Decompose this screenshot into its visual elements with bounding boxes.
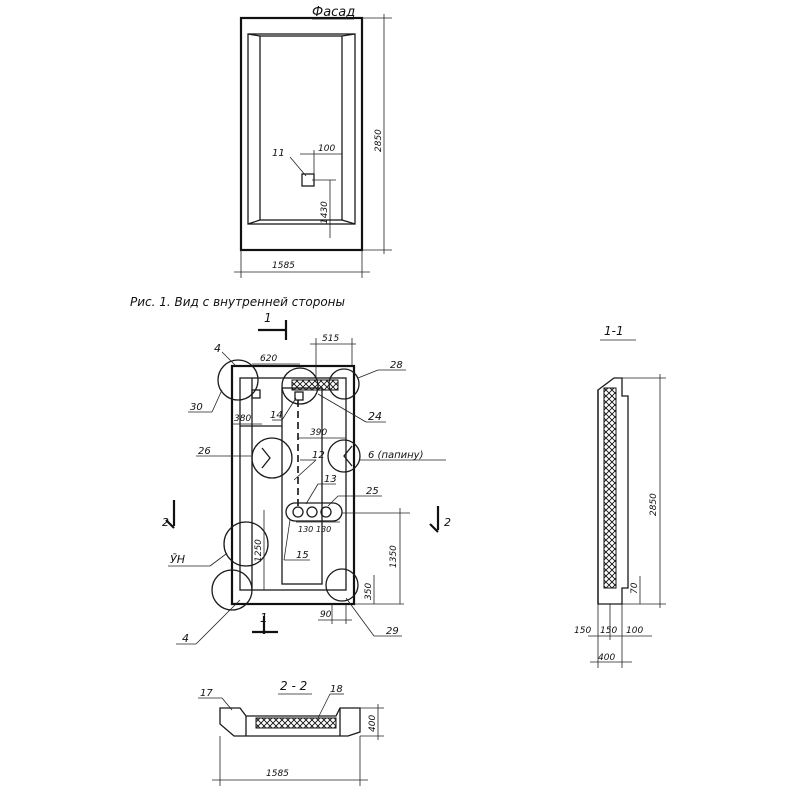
label-6: 6 (папину) [368,450,424,461]
label-vn: ӮН [170,553,185,566]
label-24: 24 [368,410,382,423]
section-22-label-18: 18 [330,684,343,695]
section-11-dim-150b: 150 [600,626,617,636]
label-29: 29 [386,626,399,637]
dim-130-a: 130 [298,525,313,534]
section-11-dim-70: 70 [630,582,640,594]
section-11-dim-height: 2850 [649,493,659,516]
section-1-1: 1-1 2850 70 150 150 100 400 [574,324,666,668]
section-22-dim-1585: 1585 [266,769,289,779]
inner-view: 1 1 [162,311,451,645]
label-30: 30 [190,402,203,413]
section-11-title: 1-1 [604,324,624,338]
section-mark-2-right: 2 [444,516,451,529]
section-22-dim-400: 400 [368,715,378,732]
facade-dim-1430: 1430 [320,201,330,224]
facade-view: Фасад 11 100 1430 2850 1585 [234,5,392,278]
section-11-dim-150a: 150 [574,626,591,636]
facade-label-11: 11 [272,148,285,159]
facade-dim-100: 100 [318,144,335,154]
facade-title: Фасад [312,5,355,20]
dim-380: 380 [234,414,251,424]
label-14: 14 [270,410,283,421]
dim-1250: 1250 [254,539,264,562]
facade-dim-height: 2850 [374,129,384,152]
label-25: 25 [366,486,379,497]
section-22-title: 2 - 2 [280,679,307,693]
section-2-2: 2 - 2 17 18 400 1585 [198,679,384,786]
label-12: 12 [312,450,325,461]
figure-caption: Рис. 1. Вид с внутренней стороны [130,295,345,309]
dim-350: 350 [364,583,374,600]
label-13: 13 [324,474,337,485]
label-28: 28 [390,360,403,371]
dim-515: 515 [322,334,339,344]
section-11-dim-400: 400 [598,653,615,663]
dim-90: 90 [320,610,332,620]
label-15: 15 [296,550,309,561]
dim-620: 620 [260,354,277,364]
label-4-bottom: 4 [182,632,189,645]
dim-130-b: 130 [316,525,331,534]
section-mark-2-left: 2 [162,516,169,529]
dim-1350: 1350 [389,545,399,568]
label-26: 26 [198,446,211,457]
facade-dim-width: 1585 [272,261,295,271]
section-mark-top: 1 [264,311,272,325]
label-4-top: 4 [214,342,221,355]
dim-390: 390 [310,428,327,438]
section-22-label-17: 17 [200,688,213,699]
section-11-dim-100: 100 [626,626,643,636]
